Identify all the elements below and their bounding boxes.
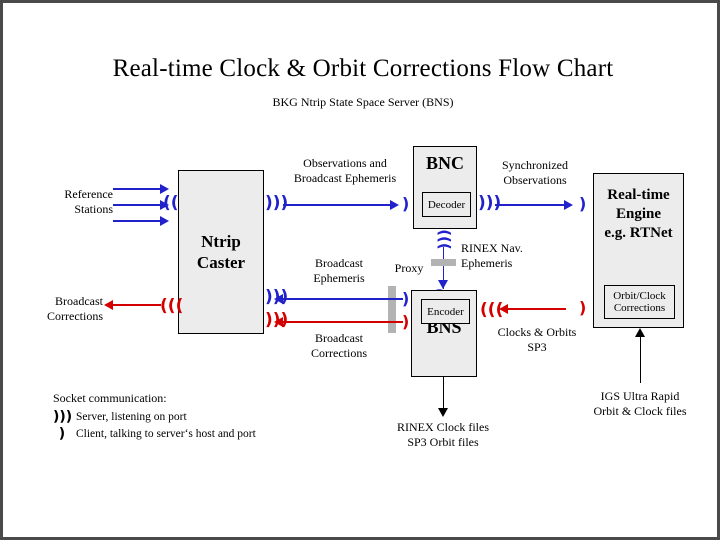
legend-heading: Socket communication: bbox=[53, 391, 167, 405]
broadcast-corrections-mid-label: Broadcast Corrections bbox=[311, 331, 367, 360]
observations-flow-line bbox=[283, 204, 391, 206]
rinex-nav-flow-line bbox=[443, 247, 444, 289]
ntrip-caster-box[interactable]: Ntrip Caster bbox=[178, 170, 264, 334]
observations-broadcast-ephemeris-label: Observations and Broadcast Ephemeris bbox=[293, 156, 397, 185]
client-socket-icon-bns-eph-out: ) bbox=[402, 289, 410, 308]
broadcast-corrections-mid-line bbox=[283, 321, 403, 323]
broadcast-corrections-line bbox=[113, 304, 161, 306]
synchronized-observations-label: Synchronized Observations bbox=[502, 158, 568, 187]
bns-encoder-label: Encoder bbox=[427, 305, 464, 318]
ntrip-caster-line1: Ntrip bbox=[201, 232, 241, 251]
bnc-box[interactable]: BNC Decoder bbox=[413, 146, 477, 229]
reference-stations-label: Reference Stations bbox=[64, 187, 113, 216]
igs-ultra-rapid-arrow bbox=[635, 328, 645, 337]
client-socket-icon-rte-in: ) bbox=[579, 194, 587, 213]
reference-flow-line-1 bbox=[113, 188, 161, 190]
synchronized-flow-line bbox=[495, 204, 565, 206]
legend-item-client: ) Client, talking to server‘s host and p… bbox=[53, 427, 256, 441]
broadcast-corrections-mid-arrow bbox=[274, 317, 283, 327]
reference-flow-arrow-2 bbox=[160, 200, 169, 210]
rinex-nav-ephemeris-label: RINEX Nav. Ephemeris bbox=[461, 241, 523, 270]
realtime-engine-box[interactable]: Real-time Engine e.g. RTNet Orbit/Clock … bbox=[593, 173, 684, 328]
rinex-nav-flow-arrow bbox=[438, 280, 448, 289]
legend-item-server: ))) Server, listening on port bbox=[53, 410, 256, 424]
client-socket-icon-bnc-in: ) bbox=[402, 194, 410, 213]
proxy-bar-bns bbox=[388, 286, 396, 333]
bnc-decoder-box[interactable]: Decoder bbox=[422, 192, 471, 217]
bns-box[interactable]: Encoder BNS bbox=[411, 290, 477, 377]
bnc-decoder-label: Decoder bbox=[427, 198, 466, 211]
observations-flow-arrow bbox=[390, 200, 399, 210]
rinex-clock-files-line bbox=[443, 377, 444, 411]
broadcast-ephemeris-line bbox=[283, 298, 403, 300]
page-subtitle: BKG Ntrip State Space Server (BNS) bbox=[272, 95, 454, 109]
broadcast-ephemeris-arrow bbox=[274, 294, 283, 304]
server-socket-icon-rinex-nav: ))) bbox=[434, 229, 453, 250]
rinex-clock-files-arrow bbox=[438, 408, 448, 417]
legend: Socket communication: ))) Server, listen… bbox=[53, 391, 256, 441]
synchronized-flow-arrow bbox=[564, 200, 573, 210]
server-socket-icon-caster-eph-in: ))) bbox=[265, 287, 289, 307]
bnc-title: BNC bbox=[425, 153, 464, 173]
realtime-engine-title: Real-time Engine e.g. RTNet bbox=[604, 187, 673, 241]
client-socket-icon-bns-corr-out: ) bbox=[402, 312, 410, 331]
clocks-orbits-arrow bbox=[499, 304, 508, 314]
legend-item-client-label: Client, talking to server‘s host and por… bbox=[76, 428, 256, 440]
reference-flow-arrow-3 bbox=[160, 216, 169, 226]
server-socket-icon-legend: ))) bbox=[53, 409, 73, 425]
server-socket-icon-bnc-out: ))) bbox=[478, 193, 502, 213]
server-socket-icon-caster-corr-in: ))) bbox=[265, 310, 289, 330]
rinex-clock-files-label: RINEX Clock files SP3 Orbit files bbox=[397, 420, 489, 449]
clocks-orbits-line bbox=[508, 308, 566, 310]
server-socket-icon-broadcast: ))) bbox=[160, 296, 184, 316]
reference-flow-line-2 bbox=[113, 204, 161, 206]
client-socket-icon-rte-clk-out: ) bbox=[579, 298, 587, 317]
ntrip-caster-line2: Caster bbox=[196, 253, 246, 272]
proxy-bar-rinex bbox=[431, 259, 456, 266]
bns-encoder-box[interactable]: Encoder bbox=[421, 299, 470, 324]
igs-ultra-rapid-label: IGS Ultra Rapid Orbit & Clock files bbox=[593, 389, 687, 418]
broadcast-ephemeris-label: Broadcast Ephemeris bbox=[313, 256, 365, 285]
client-socket-icon-legend: ) bbox=[58, 426, 66, 442]
proxy-label: Proxy bbox=[394, 261, 424, 275]
clocks-orbits-sp3-label: Clocks & Orbits SP3 bbox=[497, 325, 577, 354]
igs-ultra-rapid-line bbox=[640, 337, 641, 383]
broadcast-corrections-left-label: Broadcast Corrections bbox=[47, 294, 103, 323]
server-socket-icon-caster-out: ))) bbox=[265, 193, 289, 213]
reference-flow-line-3 bbox=[113, 220, 161, 222]
orbit-clock-corrections-box[interactable]: Orbit/Clock Corrections bbox=[604, 285, 675, 319]
reference-flow-arrow-1 bbox=[160, 184, 169, 194]
legend-item-server-label: Server, listening on port bbox=[76, 411, 187, 423]
broadcast-corrections-arrow bbox=[104, 300, 113, 310]
page-title: Real-time Clock & Orbit Corrections Flow… bbox=[112, 55, 614, 82]
